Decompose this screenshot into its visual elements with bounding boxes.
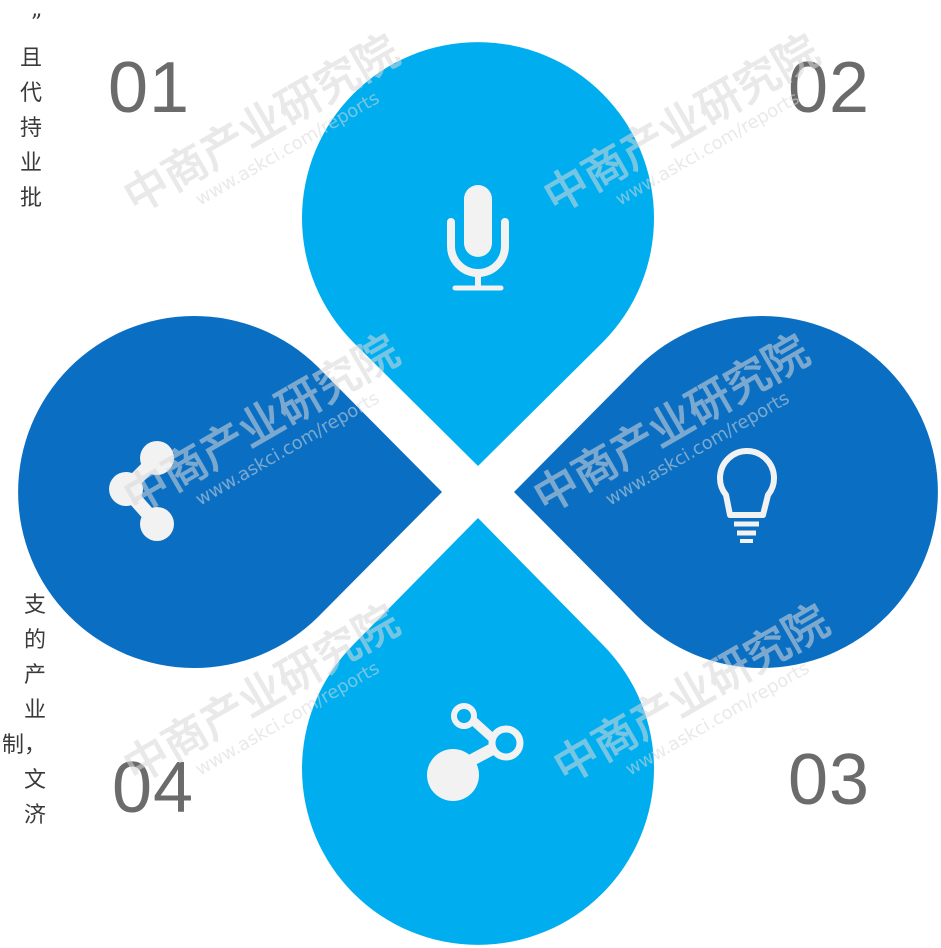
text-char: 持 xyxy=(19,116,42,141)
label-04: 04 xyxy=(112,748,195,828)
share-icon xyxy=(109,441,174,541)
lightbulb-icon xyxy=(717,448,777,543)
text-char: 批 xyxy=(19,186,42,211)
label-01: 01 xyxy=(108,48,191,128)
label-02: 02 xyxy=(788,48,871,128)
text-char: 文 xyxy=(23,768,46,793)
text-char: 产 xyxy=(23,663,46,688)
text-char: 制， xyxy=(2,733,47,758)
text-char: 代 xyxy=(19,81,42,106)
petal-left xyxy=(18,316,442,668)
text-char: 济 xyxy=(23,803,46,828)
text-char: ” xyxy=(30,11,42,36)
molecule-icon xyxy=(427,703,524,801)
text-char: 业 xyxy=(19,151,42,176)
label-03: 03 xyxy=(788,740,871,820)
left-text-top: ” 且 代 持 业 批 xyxy=(2,6,42,216)
text-char: 且 xyxy=(19,46,42,71)
petal-bottom xyxy=(302,518,655,945)
left-text-bottom: 支 的 产 业 制， 文 济 xyxy=(2,588,46,833)
microphone-icon xyxy=(447,185,509,291)
text-char: 支 xyxy=(23,593,46,618)
text-char: 业 xyxy=(23,698,46,723)
text-char: 的 xyxy=(23,628,46,653)
